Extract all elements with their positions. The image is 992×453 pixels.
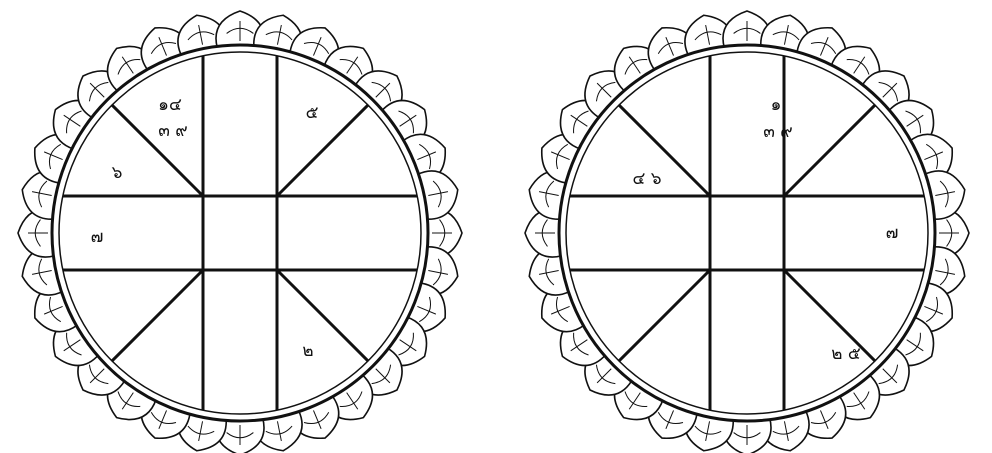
house-top-left-line-2: ๓ ๙ xyxy=(158,121,187,141)
left-chart: ๑๔ ๓ ๙ ๖ ๕ ๗ ๒ xyxy=(5,0,475,453)
right-chart: ๑ ๓ ๙ ๔ ๖ ๗ ๒ ๕ xyxy=(512,0,982,453)
house-upper-left-numbers: ๔ ๖ xyxy=(632,169,661,189)
house-upper-left-numbers: ๖ xyxy=(112,163,123,183)
left-chart-svg: ๑๔ ๓ ๙ ๖ ๕ ๗ ๒ xyxy=(5,0,475,453)
house-top-center-line-2: ๓ ๙ xyxy=(763,122,792,142)
outer-ring xyxy=(559,45,935,421)
house-top-left-line-1: ๑๔ xyxy=(158,95,182,115)
house-bottom-right-numbers: ๒ xyxy=(302,341,313,361)
house-top-center-line-1: ๑ xyxy=(771,95,782,115)
house-top-right-numbers: ๕ xyxy=(306,103,319,123)
house-left-numbers: ๗ xyxy=(91,227,104,247)
right-chart-svg: ๑ ๓ ๙ ๔ ๖ ๗ ๒ ๕ xyxy=(512,0,982,453)
house-bottom-right-numbers: ๒ ๕ xyxy=(831,344,861,364)
outer-ring xyxy=(52,45,428,421)
house-right-numbers: ๗ xyxy=(886,223,899,243)
